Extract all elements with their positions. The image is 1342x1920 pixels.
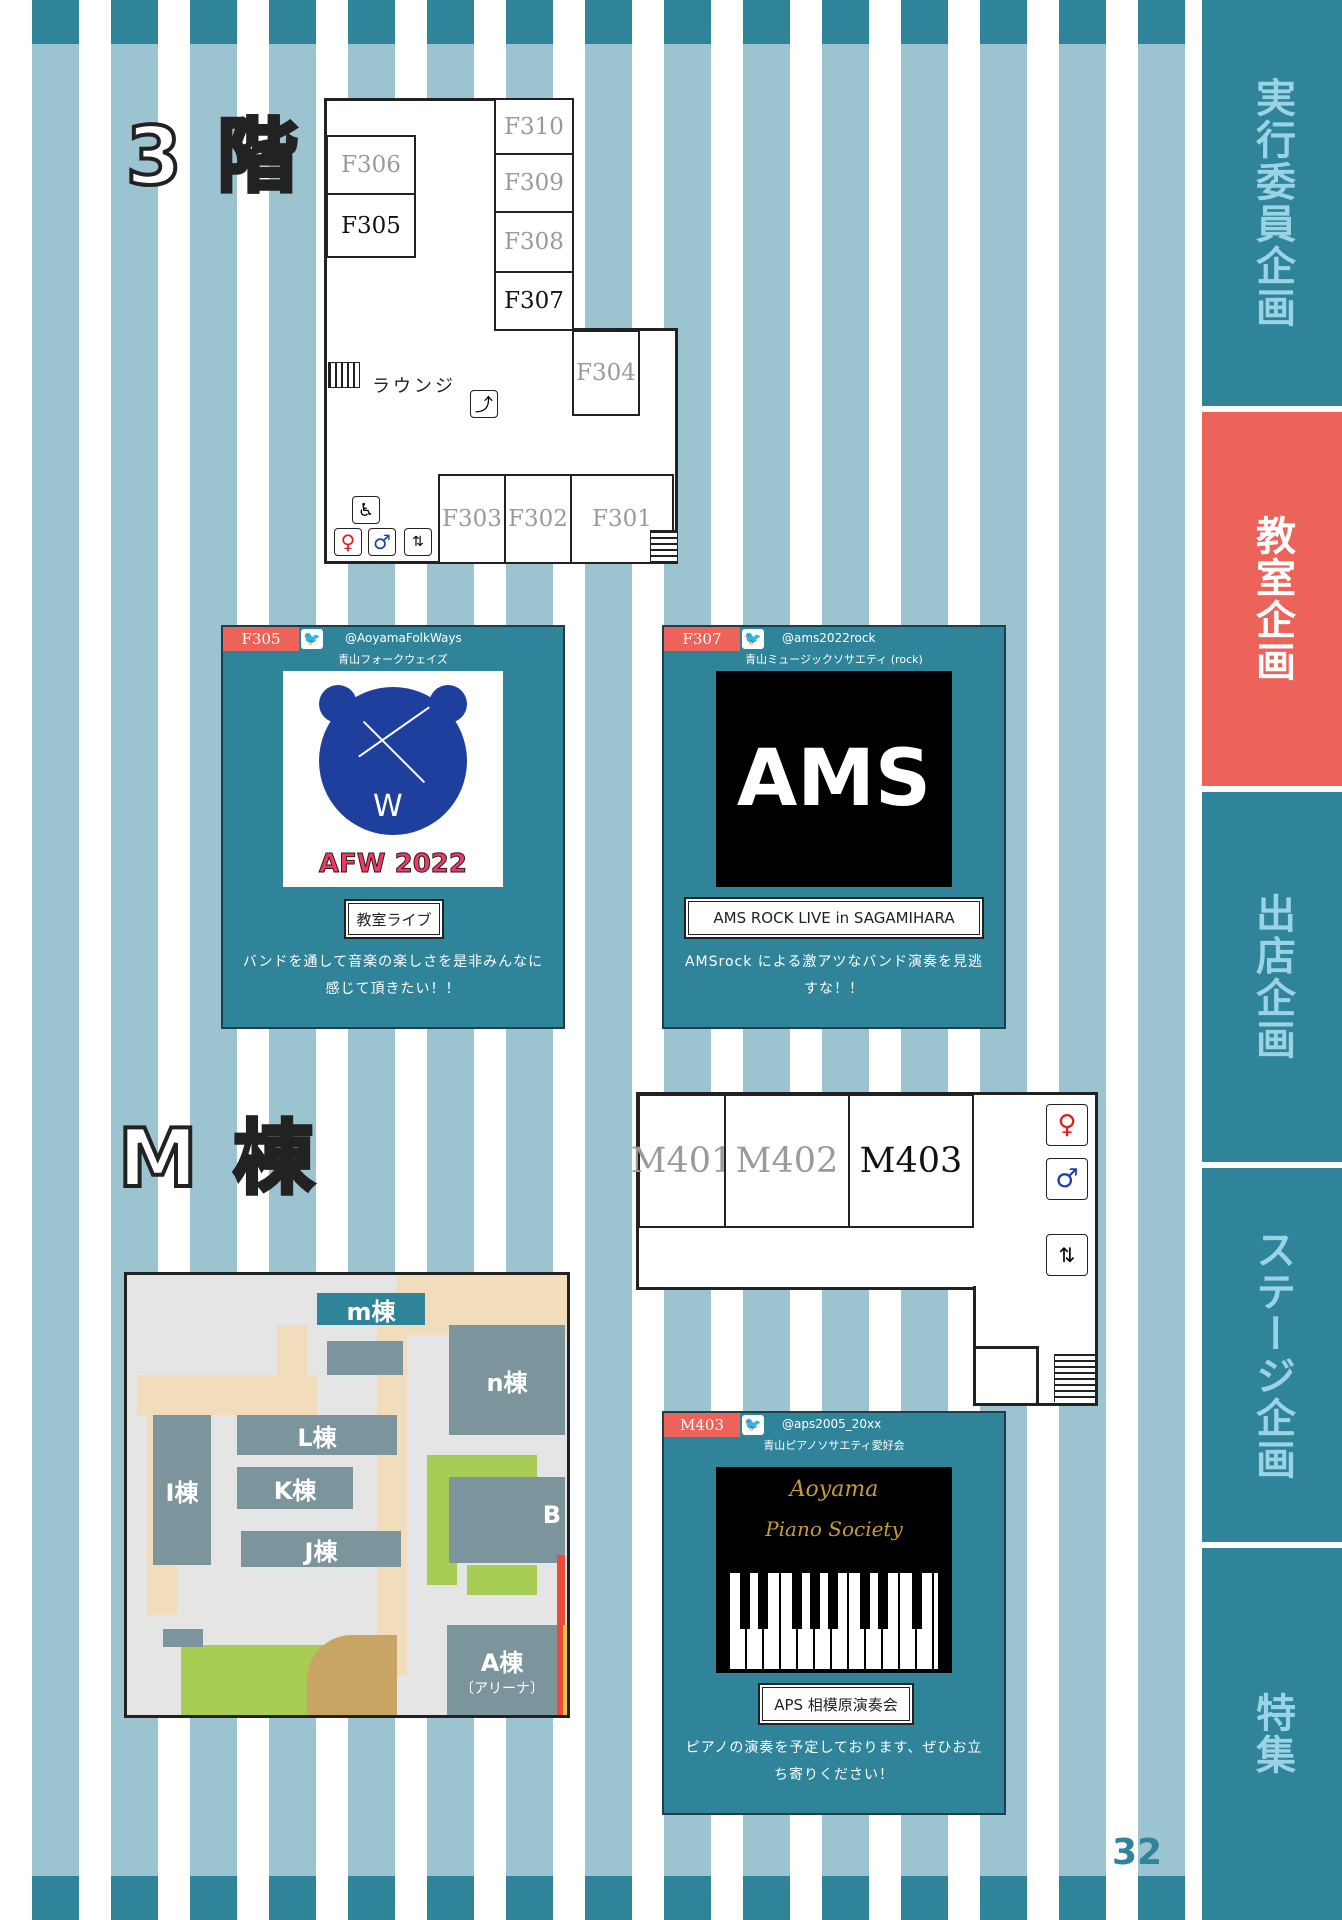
building-k: K棟 [237,1467,353,1509]
event-card-f305: F305 🐦 @AoyamaFolkWays 青山フォークウェイズ W AFW … [221,625,565,1029]
organization-name: 青山フォークウェイズ [338,653,448,666]
tab-executive-committee[interactable]: 実行委員企画 [1202,0,1342,406]
logo-text-line2: Piano Society [765,1517,903,1541]
building-i: I棟 [153,1415,211,1565]
event-card-m403: M403 🐦 @aps2005_20xx 青山ピアノソサエティ愛好会 Aoyam… [662,1411,1006,1815]
tab-classroom[interactable]: 教室企画 [1202,412,1342,786]
room-m403: M403 [848,1094,974,1228]
room-f302: F302 [504,474,572,564]
room-badge: F307 [664,627,740,651]
event-type-label: 教室ライブ [344,899,444,939]
page-number: 32 [1112,1832,1163,1873]
building-b-label: B [542,1501,561,1529]
elevator-icon: ⇅ [1046,1234,1088,1276]
aps-logo: Aoyama Piano Society [716,1467,952,1673]
twitter-handle[interactable]: @AoyamaFolkWays [345,631,462,645]
floor3-title: 3 階 [124,108,302,205]
tab-special[interactable]: 特集 [1202,1548,1342,1920]
building-b: B [449,1477,565,1563]
tab-label: 実行委員企画 [1249,77,1295,329]
room-badge: M403 [664,1413,740,1437]
building-m: m棟 [317,1293,425,1326]
campus-map: m棟 n棟 I棟 L棟 K棟 J棟 B A棟 〔アリーナ〕 [124,1272,570,1718]
room-f306: F306 [326,135,416,195]
room-f303: F303 [438,474,506,564]
twitter-icon[interactable]: 🐦 [301,629,323,649]
room-f308: F308 [494,211,574,273]
tab-label: 出店企画 [1249,893,1295,1061]
twitter-handle[interactable]: @ams2022rock [782,631,876,645]
twitter-icon[interactable]: 🐦 [742,1415,764,1435]
logo-text: AFW 2022 [319,849,468,880]
room-m402: M402 [724,1094,850,1228]
elevator-icon: ⇅ [404,528,432,556]
m-building-title: M 棟 [116,1110,318,1207]
sidebar: 実行委員企画 教室企画 出店企画 ステージ企画 特集 [1198,0,1342,1920]
tab-label: ステージ企画 [1249,1229,1295,1481]
arena-label: 〔アリーナ〕 [460,1680,544,1697]
building-l: L棟 [237,1415,397,1455]
room-f310: F310 [494,98,574,155]
twitter-handle[interactable]: @aps2005_20xx [782,1417,882,1431]
twitter-icon[interactable]: 🐦 [742,629,764,649]
building-n: n棟 [449,1325,565,1435]
top-stripe-bar [0,0,1186,44]
tab-stage[interactable]: ステージ企画 [1202,1168,1342,1542]
room-f309: F309 [494,153,574,213]
tab-label: 教室企画 [1249,515,1295,683]
stairs-icon [650,530,678,562]
building-m-annex [327,1341,403,1375]
room-f304: F304 [572,330,640,416]
logo-text-line1: Aoyama [789,1477,879,1502]
bottom-stripe-bar [0,1876,1186,1920]
building-a-label: A棟 [480,1648,524,1677]
escalator-icon: ⤴ [470,390,498,418]
tab-label: 特集 [1249,1692,1295,1776]
ams-logo: AMS [716,671,952,887]
event-type-label: AMS ROCK LIVE in SAGAMIHARA [684,897,984,939]
room-m401: M401 [631,1094,733,1228]
organization-name: 青山ピアノソサエティ愛好会 [763,1439,905,1452]
female-restroom-icon: ♀ [1046,1104,1088,1146]
event-type-label: APS 相模原演奏会 [758,1683,914,1725]
event-description: バンドを通して音楽の楽しさを是非みんなに感じて頂きたい！！ [242,954,544,997]
building-a: A棟 〔アリーナ〕 [447,1625,557,1715]
female-restroom-icon: ♀ [334,528,362,556]
stairs-icon [328,362,360,388]
room-badge: F305 [223,627,299,651]
male-restroom-icon: ♂ [368,528,396,556]
event-card-f307: F307 🐦 @ams2022rock 青山ミュージックソサエティ (rock)… [662,625,1006,1029]
stairs-icon [1054,1354,1095,1402]
organization-name: 青山ミュージックソサエティ (rock) [745,653,923,666]
wheelchair-icon: ♿ [352,496,380,524]
building-j: J棟 [241,1531,401,1567]
small-building [163,1629,203,1647]
afw-logo: W AFW 2022 [283,671,503,887]
room-f305: F305 [326,193,416,258]
tab-stalls[interactable]: 出店企画 [1202,792,1342,1162]
lounge-label: ラウンジ [372,376,456,397]
event-description: AMSrock による激アツなバンド演奏を見逃すな！！ [684,954,984,997]
event-description: ピアノの演奏を予定しております、ぜひお立ち寄りください！ [685,1740,983,1783]
room-f307: F307 [494,271,574,331]
male-restroom-icon: ♂ [1046,1158,1088,1200]
